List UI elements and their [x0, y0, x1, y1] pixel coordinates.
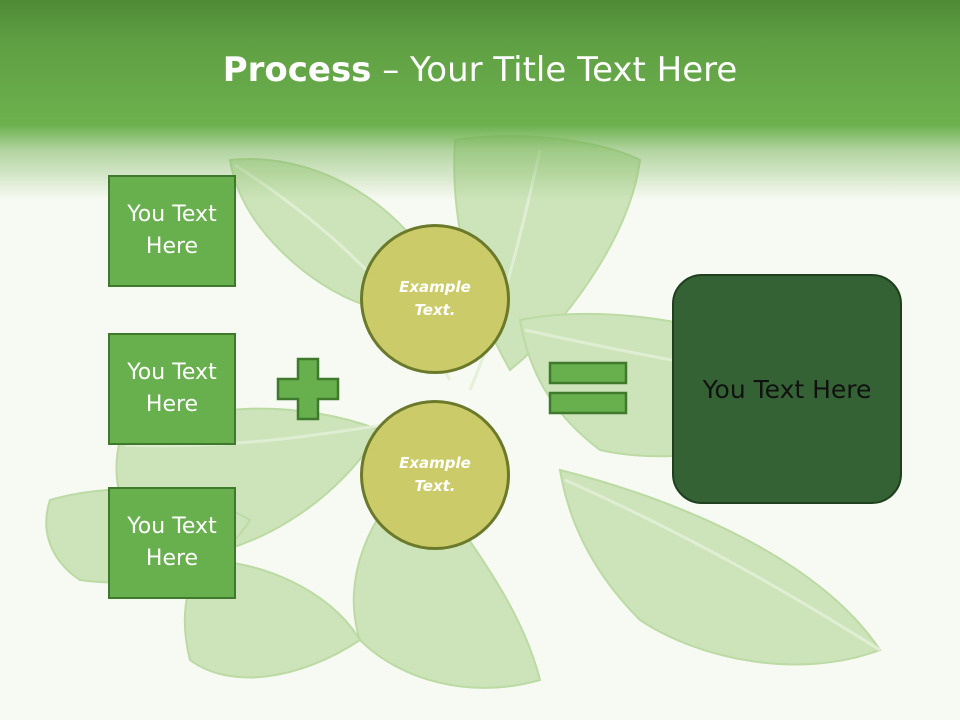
- plus-icon: [276, 357, 340, 421]
- input-box-3[interactable]: You Text Here: [108, 487, 236, 599]
- circle-label: Example Text.: [399, 454, 471, 495]
- result-box[interactable]: You Text Here: [672, 274, 902, 504]
- result-label: You Text Here: [702, 374, 872, 404]
- title-banner: [0, 0, 960, 200]
- slide-title: Process – Your Title Text Here: [0, 50, 960, 90]
- title-rest: – Your Title Text Here: [371, 50, 738, 90]
- example-circle-2[interactable]: Example Text.: [360, 400, 510, 550]
- input-box-label: You Text Here: [127, 514, 217, 571]
- input-box-label: You Text Here: [127, 360, 217, 417]
- circle-label: Example Text.: [399, 278, 471, 319]
- equals-icon: [548, 361, 628, 415]
- input-box-2[interactable]: You Text Here: [108, 333, 236, 445]
- input-box-label: You Text Here: [127, 202, 217, 259]
- example-circle-1[interactable]: Example Text.: [360, 224, 510, 374]
- title-bold: Process: [222, 50, 372, 90]
- input-box-1[interactable]: You Text Here: [108, 175, 236, 287]
